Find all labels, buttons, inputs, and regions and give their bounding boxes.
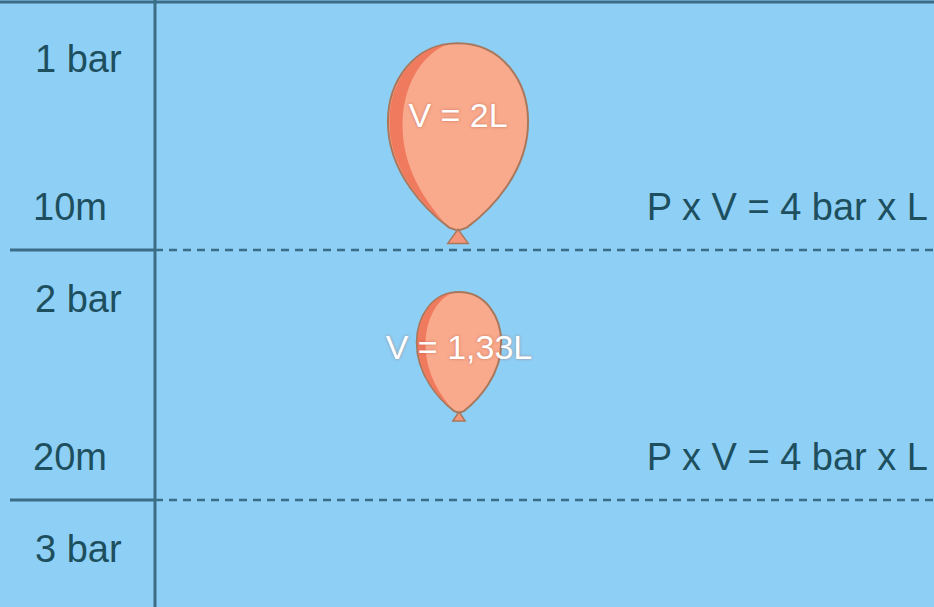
depth-label: 20m (33, 438, 107, 476)
depth-dashed-line (155, 249, 934, 252)
volume-label: V = 1,33L (386, 330, 533, 364)
balloon-body (388, 43, 528, 231)
balloon-shape (385, 40, 531, 245)
depth-dashed-line (155, 499, 934, 502)
balloon-knot (453, 412, 465, 421)
depth-label: 2 bar (35, 280, 122, 318)
balloon-shade (389, 45, 446, 222)
top-border (0, 1, 934, 4)
balloon: V = 2L (385, 40, 531, 245)
depth-label: 3 bar (35, 530, 122, 568)
depth-label: 10m (33, 188, 107, 226)
depth-label: 1 bar (35, 40, 122, 78)
depth-tick (10, 249, 155, 252)
scale-line (154, 0, 157, 607)
formula-label: P x V = 4 bar x L (647, 438, 928, 476)
volume-label: V = 2L (408, 98, 507, 132)
balloon: V = 1,33L (415, 290, 503, 422)
balloon-knot (448, 229, 468, 243)
formula-label: P x V = 4 bar x L (647, 188, 928, 226)
depth-tick (10, 499, 155, 502)
